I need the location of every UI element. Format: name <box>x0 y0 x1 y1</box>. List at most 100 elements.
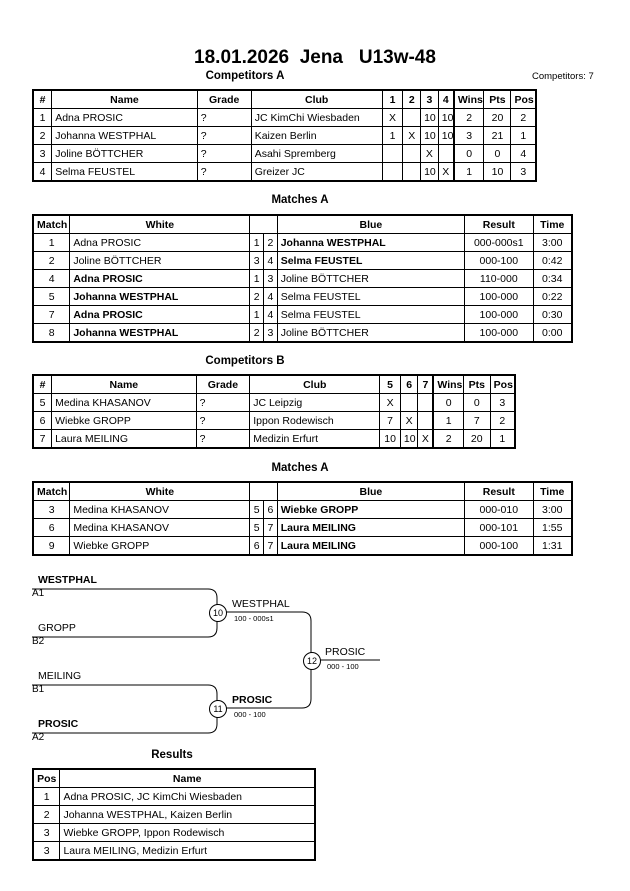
result-name: Johanna WESTPHAL, Kaizen Berlin <box>59 805 316 824</box>
table-cell: 0 <box>483 144 512 163</box>
table-cell: ? <box>196 162 252 182</box>
match-result: 000-101 <box>464 518 534 537</box>
col-header: Wins <box>452 89 485 109</box>
final-winner: PROSIC <box>325 646 366 658</box>
table-cell: 4 <box>510 144 537 163</box>
result-pos: 3 <box>32 823 61 842</box>
col-header: Pts <box>462 374 491 394</box>
result-pos: 2 <box>32 805 61 824</box>
result-pos: 3 <box>32 841 61 861</box>
table-cell: Ippon Rodewisch <box>249 411 381 430</box>
col-pos: Pos <box>32 768 61 788</box>
blue-fighter: Selma FEUSTEL <box>276 305 466 324</box>
match-time: 0:22 <box>532 287 573 306</box>
table-cell: 7 <box>379 411 401 430</box>
bracket-entry-2-seed: B2 <box>32 636 45 647</box>
match-time: 1:31 <box>532 536 573 556</box>
table-cell: 1 <box>510 126 537 145</box>
results-title: Results <box>151 749 193 761</box>
competitors-a-title: Competitors A <box>205 70 285 82</box>
bracket-entry-1-name: WESTPHAL <box>38 574 97 586</box>
table-cell: 10 <box>420 162 439 182</box>
match-10-winner: WESTPHAL <box>232 598 290 610</box>
blue-fighter: Laura MEILING <box>276 518 466 537</box>
blue-fighter: Joline BÖTTCHER <box>276 323 466 343</box>
table-cell: JC Leipzig <box>249 393 381 412</box>
matches-a-title: Matches A <box>271 194 329 206</box>
match-time: 3:00 <box>532 233 573 252</box>
result-pos: 1 <box>32 787 61 806</box>
table-cell: 10 <box>379 429 401 449</box>
match-11-score: 000 - 100 <box>234 710 266 719</box>
col-match: Match <box>32 214 71 234</box>
competitors-count: Competitors: 7 <box>532 71 594 82</box>
white-fighter: Wiebke GROPP <box>69 536 251 556</box>
table-cell <box>381 162 404 182</box>
match-result: 000-010 <box>464 500 534 519</box>
white-fighter: Johanna WESTPHAL <box>69 323 251 343</box>
col-header: Grade <box>195 374 251 394</box>
table-cell: 0 <box>452 144 485 163</box>
col-header: Pts <box>483 89 512 109</box>
matches-b-title: Matches A <box>271 462 329 474</box>
table-cell: 2 <box>489 411 516 430</box>
table-cell: Joline BÖTTCHER <box>51 144 198 163</box>
blue-fighter: Selma FEUSTEL <box>276 287 466 306</box>
table-cell: 3 <box>452 126 485 145</box>
white-fighter: Adna PROSIC <box>69 269 251 288</box>
result-name: Adna PROSIC, JC KimChi Wiesbaden <box>59 787 316 806</box>
match-10-score: 100 - 000s1 <box>234 614 274 623</box>
white-fighter: Medina KHASANOV <box>69 518 251 537</box>
match-time: 0:34 <box>532 269 573 288</box>
table-cell: 10 <box>420 126 439 145</box>
col-time: Time <box>532 214 573 234</box>
page-title: 18.01.2026 Jena U13w-48 <box>194 47 436 68</box>
match-number: 6 <box>32 518 71 537</box>
match-time: 1:55 <box>532 518 573 537</box>
table-cell: Medina KHASANOV <box>51 393 197 412</box>
match-11-winner: PROSIC <box>232 694 273 706</box>
col-header: Grade <box>196 89 252 109</box>
table-cell: JC KimChi Wiesbaden <box>250 108 383 127</box>
col-result: Result <box>464 481 534 501</box>
match-time: 0:30 <box>532 305 573 324</box>
white-fighter: Adna PROSIC <box>69 305 251 324</box>
match-result: 100-000 <box>464 287 534 306</box>
bracket-entry-3-name: MEILING <box>38 670 82 682</box>
competitors-b-title: Competitors B <box>205 355 285 367</box>
bracket-entry-1-seed: A1 <box>32 588 45 599</box>
table-cell: 1 <box>489 429 516 449</box>
table-cell: 3 <box>510 162 537 182</box>
bracket-entry-2-name: GROPP <box>38 622 76 634</box>
bracket-entry-4-seed: A2 <box>32 732 45 743</box>
bracket-entry-4-name: PROSIC <box>38 718 79 730</box>
table-cell: X <box>420 144 439 163</box>
col-result: Result <box>464 214 534 234</box>
result-name: Wiebke GROPP, Ippon Rodewisch <box>59 823 316 842</box>
table-cell: Greizer JC <box>250 162 383 182</box>
table-cell: Laura MEILING <box>51 429 197 449</box>
table-cell: Adna PROSIC <box>51 108 198 127</box>
white-id: 6 <box>249 536 265 556</box>
match-result: 000-100 <box>464 251 534 270</box>
table-cell: Medizin Erfurt <box>249 429 381 449</box>
match-result: 110-000 <box>464 269 534 288</box>
